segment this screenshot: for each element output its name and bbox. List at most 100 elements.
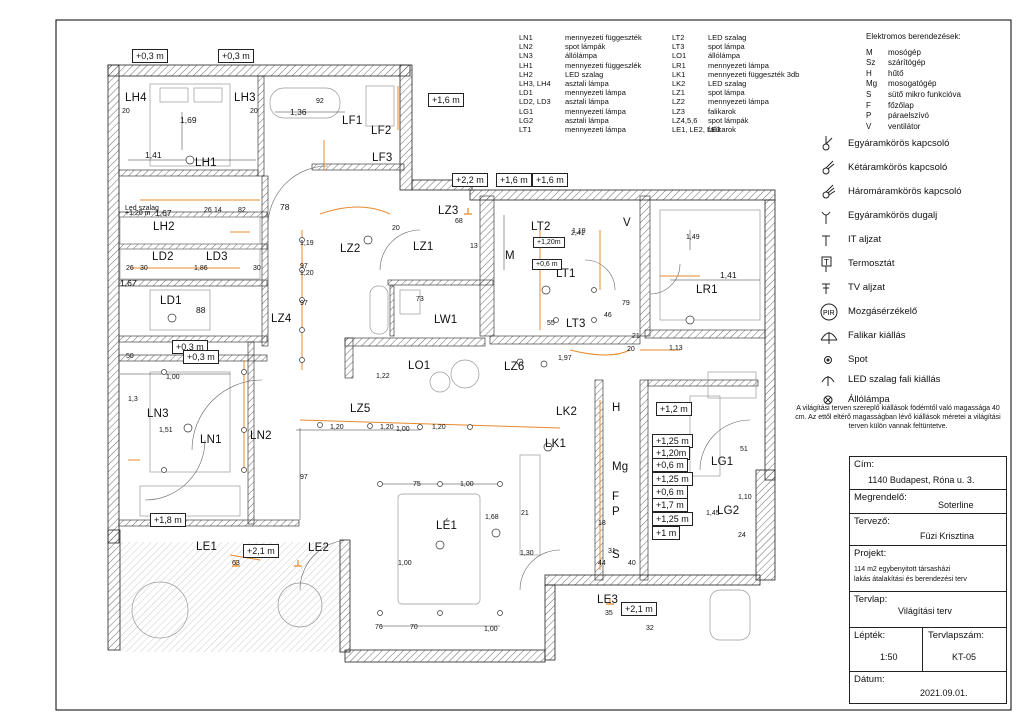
- height-mark: +2,2 m: [452, 173, 488, 187]
- dimension-label: 70: [410, 624, 418, 631]
- legend-desc: spot lámpák: [708, 115, 749, 125]
- height-mark: +1,25 m: [652, 512, 693, 526]
- appliances-title: Elektromos berendezések:: [866, 32, 961, 41]
- dimension-label: 26: [204, 207, 212, 214]
- legend-desc: mennyezeti függeszték: [565, 33, 642, 42]
- symbol-row: TV aljzat: [820, 278, 1010, 298]
- room-tag-m: M: [505, 250, 515, 262]
- room-tag-mg: Mg: [612, 461, 629, 473]
- dimension-label: 21: [521, 510, 529, 517]
- legend-row: LZ4,5,6 spot lámpák: [672, 116, 799, 125]
- legend-code: LZ2: [672, 97, 685, 107]
- door-swings: [144, 165, 751, 591]
- legend-desc: spot lámpák: [565, 42, 606, 52]
- dimension-label: 1,49: [686, 234, 700, 241]
- height-mark: +0,3 m: [132, 49, 168, 63]
- room-tag-ld3: LD3: [206, 251, 228, 263]
- symbol-row: Spot: [820, 350, 1010, 370]
- tb-datum: Dátum: 2021.09.01.: [849, 672, 1007, 704]
- height-mark: +2,1 m: [621, 602, 657, 616]
- symbol-label: Termosztát: [848, 258, 895, 269]
- appliance-code: Sz: [866, 58, 876, 68]
- dimension-label: 32: [646, 625, 654, 632]
- room-tag-lz4: LZ4: [271, 313, 292, 325]
- legend-desc: mennyezeti függeszték 3db: [708, 69, 800, 79]
- dimension-label: 35: [605, 610, 613, 617]
- dimension-label: 1,00: [166, 374, 180, 381]
- dimension-label: 1,68: [485, 514, 499, 521]
- terrace: [120, 542, 340, 652]
- svg-text:PIR: PIR: [823, 310, 835, 317]
- symbol-row: Falikar kiállás: [820, 326, 1010, 346]
- dimension-label: 18: [598, 520, 606, 527]
- dimension-label: 75: [413, 481, 421, 488]
- dimension-label: 20: [627, 346, 635, 353]
- room-tag-lr1: LR1: [696, 284, 718, 296]
- legend-desc: mennyezeti lámpa: [708, 60, 769, 70]
- room-tag-ld1: LD1: [160, 295, 182, 307]
- legend-code: LZ4,5,6: [672, 115, 698, 125]
- outer-walls: [107, 64, 776, 663]
- appliance-code: V: [866, 121, 872, 131]
- room-tag-le2: LE2: [308, 542, 330, 554]
- dimension-label: 21: [632, 333, 640, 340]
- height-mark: +1,8 m: [150, 513, 186, 527]
- legend-desc: LED szalag: [708, 33, 747, 42]
- dimension-label: 76: [375, 624, 383, 631]
- legend-desc: mennyezeti lámpa: [708, 97, 769, 107]
- legend-code: LH1: [519, 60, 533, 70]
- furniture: [119, 83, 761, 641]
- symbol-row: Háromáramkörös kapcsoló: [820, 182, 1010, 202]
- dimension-label: 63: [232, 560, 240, 567]
- room-tag-ln3: LN3: [147, 408, 169, 420]
- symbol-row: LED szalag fali kiállás: [820, 370, 1010, 390]
- height-mark: +1,6 m: [532, 173, 568, 187]
- appliance-code: F: [866, 100, 871, 110]
- wall-lamps: [232, 208, 614, 605]
- symbol-label: Egyáramkörös kapcsoló: [848, 138, 950, 149]
- dimension-label: 1,97: [558, 355, 572, 362]
- dimension-label: 51: [740, 446, 748, 453]
- legend-desc: asztali lámpa: [565, 115, 609, 125]
- symbol-label: Kétáramkörös kapcsoló: [848, 162, 948, 173]
- symbol-label: Egyáramkörös dugalj: [848, 210, 938, 221]
- room-tag-lt1: LT1: [556, 268, 576, 280]
- room-tag-le1: LE1: [196, 541, 218, 553]
- dimension-label: 50: [126, 353, 134, 360]
- legend-desc: spot lámpa: [708, 88, 745, 98]
- dimension-label: 31: [608, 548, 616, 555]
- dimension-label: 26: [126, 265, 134, 272]
- dimension-label: Led szalag: [125, 205, 159, 212]
- appliance-desc: hűtő: [888, 68, 904, 78]
- room-tag-ld2: LD2: [152, 251, 174, 263]
- tb-megrendelo: Megrendelő: Soterline: [849, 490, 1007, 514]
- dimension-label: 78: [280, 202, 290, 212]
- room-tag-lf3: LF3: [372, 152, 393, 164]
- legend-code: LT1: [519, 124, 532, 134]
- dimension-label: 1,67: [155, 208, 172, 218]
- tb-leptek: Lépték: 1:50 Tervlapszám: KT-05: [849, 628, 1007, 672]
- dimension-label: 1,67: [120, 278, 137, 288]
- room-tag-le3: LE3: [597, 594, 619, 606]
- dimension-label: 55: [547, 320, 555, 327]
- legend-code: LK2: [672, 78, 686, 88]
- dimension-label: 68: [455, 218, 463, 225]
- room-tag-lh4: LH4: [125, 92, 147, 104]
- height-mark: +1,7 m: [652, 498, 688, 512]
- legend-code: LG1: [519, 106, 534, 116]
- thermostat-letter: T: [824, 258, 829, 267]
- dimension-label: 24: [738, 532, 746, 539]
- room-tag-lg2: LG2: [717, 505, 740, 517]
